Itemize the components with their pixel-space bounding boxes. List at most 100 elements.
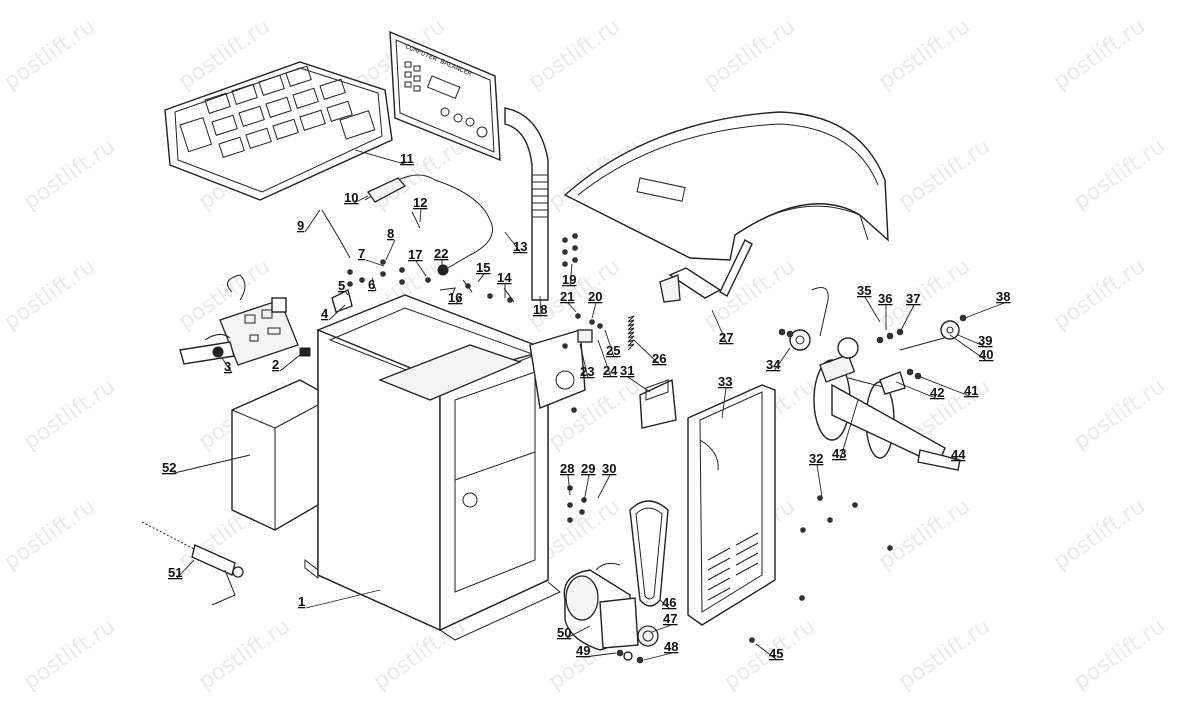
callout-39: 39 xyxy=(978,333,992,348)
callout-38: 38 xyxy=(996,289,1010,304)
callout-leader-33 xyxy=(721,387,727,419)
callout-30: 30 xyxy=(602,461,616,476)
small-hardware xyxy=(321,209,893,664)
callout-leader-42 xyxy=(895,381,939,400)
callout-17: 17 xyxy=(408,247,422,262)
callout-leader-51 xyxy=(175,559,195,580)
watermark-text: postlift.ru xyxy=(874,494,975,575)
callout-37: 37 xyxy=(906,291,920,306)
hand-crank-spindle xyxy=(141,521,244,606)
callout-leader-27 xyxy=(711,309,728,345)
callout-24: 24 xyxy=(603,363,618,378)
watermark-text: postlift.ru xyxy=(699,14,800,95)
callout-33: 33 xyxy=(718,374,732,389)
callout-49: 49 xyxy=(576,643,590,658)
callout-15: 15 xyxy=(476,260,490,275)
watermark-text: postlift.ru xyxy=(369,614,470,695)
callout-leader-23 xyxy=(579,343,589,379)
callout-leader-41 xyxy=(917,375,973,398)
callout-32: 32 xyxy=(809,451,823,466)
sensor-assembly xyxy=(778,287,967,395)
callout-12: 12 xyxy=(413,195,427,210)
callout-leader-37 xyxy=(899,304,915,333)
callout-leader-18 xyxy=(539,295,542,317)
callout-leader-31 xyxy=(627,376,651,393)
weight-box xyxy=(231,379,319,531)
callout-27: 27 xyxy=(719,330,733,345)
callout-7: 7 xyxy=(358,246,365,261)
callout-35: 35 xyxy=(857,283,871,298)
watermark-text: postlift.ru xyxy=(0,254,100,335)
watermark-text: postlift.ru xyxy=(1069,374,1170,455)
callout-48: 48 xyxy=(664,639,678,654)
callout-51: 51 xyxy=(168,565,182,580)
callout-leader-13 xyxy=(504,231,522,254)
callout-leader-4 xyxy=(328,304,346,321)
drive-belt xyxy=(629,500,669,607)
callout-23: 23 xyxy=(580,364,594,379)
side-panel xyxy=(687,384,776,626)
callout-leader-1 xyxy=(305,589,381,609)
callout-leader-15 xyxy=(477,273,485,283)
callout-28: 28 xyxy=(560,461,574,476)
callout-34: 34 xyxy=(766,357,781,372)
main-shaft-assembly xyxy=(813,353,961,471)
watermark-text: postlift.ru xyxy=(1069,134,1170,215)
callout-6: 6 xyxy=(368,277,375,292)
callout-leader-21 xyxy=(567,302,577,313)
callout-leader-29 xyxy=(583,474,590,503)
callout-leader-39 xyxy=(957,334,987,348)
callout-leader-10 xyxy=(351,195,369,205)
callout-leader-45 xyxy=(755,643,778,661)
callout-leader-8 xyxy=(385,239,396,261)
callout-leader-43 xyxy=(839,399,859,461)
callout-19: 19 xyxy=(562,272,576,287)
wheel-guard-hood xyxy=(563,111,889,303)
watermark-text: postlift.ru xyxy=(19,374,120,455)
callout-leader-49 xyxy=(583,652,617,658)
watermark-text: postlift.ru xyxy=(1049,14,1150,95)
callout-46: 46 xyxy=(662,595,676,610)
drive-motor xyxy=(563,562,659,651)
callout-13: 13 xyxy=(513,239,527,254)
callout-36: 36 xyxy=(878,291,892,306)
callout-leader-52 xyxy=(169,454,251,475)
machine-cabinet xyxy=(304,294,586,641)
callout-leader-19 xyxy=(569,263,573,287)
callout-leader-16 xyxy=(455,293,463,305)
callout-leader-50 xyxy=(564,625,591,640)
watermark-text: postlift.ru xyxy=(894,614,995,695)
callout-leader-34 xyxy=(773,347,791,372)
watermark-text: postlift.ru xyxy=(874,14,975,95)
watermark-text: postlift.ru xyxy=(1049,254,1150,335)
callout-9: 9 xyxy=(297,218,304,233)
callout-25: 25 xyxy=(606,343,620,358)
callout-leader-7 xyxy=(365,259,385,267)
callout-40: 40 xyxy=(979,347,993,362)
callout-leader-44 xyxy=(941,454,960,462)
callout-18: 18 xyxy=(533,302,547,317)
watermark-text: postlift.ru xyxy=(524,14,625,95)
callout-leader-17 xyxy=(415,260,427,277)
watermark-text: postlift.ru xyxy=(894,134,995,215)
callout-1: 1 xyxy=(298,594,305,609)
watermark-text: postlift.ru xyxy=(1069,614,1170,695)
callout-47: 47 xyxy=(663,611,677,626)
callout-11: 11 xyxy=(400,151,414,166)
callout-leader-12 xyxy=(419,208,422,223)
watermark-text: postlift.ru xyxy=(1049,494,1150,575)
motor-bracket xyxy=(639,378,677,429)
callout-10: 10 xyxy=(344,190,358,205)
callout-2: 2 xyxy=(272,357,279,372)
callout-leader-11 xyxy=(354,149,409,166)
callout-43: 43 xyxy=(832,446,846,461)
accessory-tray xyxy=(164,61,393,201)
watermark-text: postlift.ru xyxy=(19,614,120,695)
callout-leader-2 xyxy=(279,354,301,372)
watermark-text: postlift.ru xyxy=(19,134,120,215)
callout-leader-35 xyxy=(864,296,881,323)
callout-leader-6 xyxy=(371,277,377,292)
callout-31: 31 xyxy=(620,363,634,378)
